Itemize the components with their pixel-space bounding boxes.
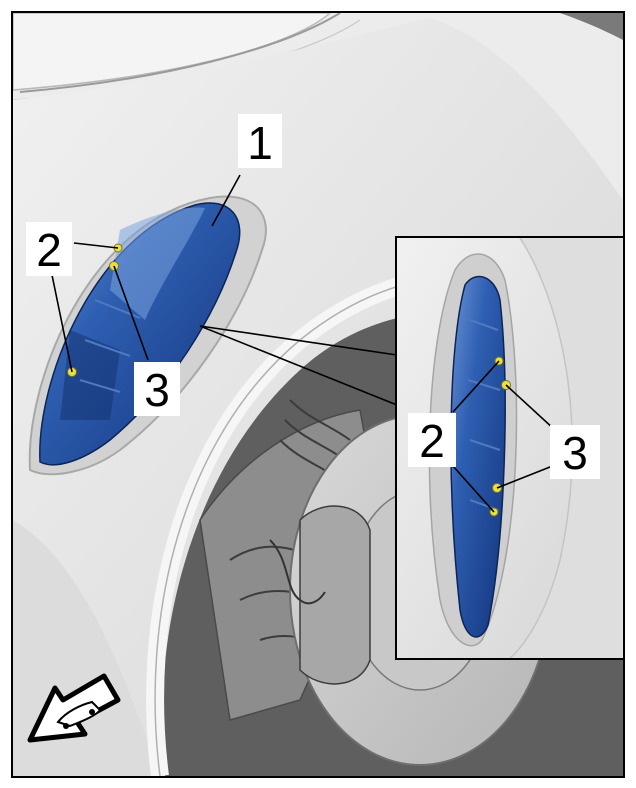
callout-2-main: 2 <box>26 222 72 276</box>
callout-2-detail: 2 <box>408 413 456 467</box>
callout-label-3-detail: 3 <box>562 427 588 479</box>
callout-label-3-main: 3 <box>144 364 170 416</box>
callout-label-2-detail: 2 <box>419 415 445 467</box>
callout-3-main: 3 <box>134 362 180 416</box>
callout-label-2-main: 2 <box>36 224 62 276</box>
callout-3-detail: 3 <box>550 425 600 479</box>
air-duct-component <box>39 202 241 466</box>
callout-1: 1 <box>238 114 282 169</box>
leader-lines-detail <box>452 360 556 513</box>
callout-label-1: 1 <box>247 117 273 169</box>
leader-lines-main <box>51 174 398 406</box>
vehicle-forward-arrow-icon <box>27 673 121 743</box>
